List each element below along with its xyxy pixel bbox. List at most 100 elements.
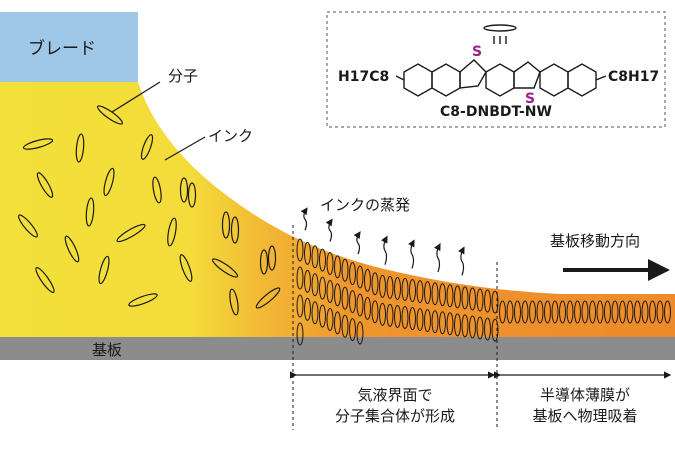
ordered-molecule (461, 314, 469, 338)
ordered-molecule (431, 310, 439, 334)
ordered-molecule (439, 311, 446, 335)
blade-label: ブレード (28, 38, 96, 59)
ordered-molecule (574, 300, 581, 324)
bulk-molecules (18, 105, 281, 316)
ordered-molecule (424, 309, 431, 333)
molecule-structure (395, 24, 607, 97)
sulfur-atom-top: S (472, 44, 482, 60)
ordered-molecule (499, 300, 506, 324)
evaporation-arrow (457, 246, 465, 276)
ordered-molecule (596, 300, 604, 324)
ordered-molecule (356, 265, 364, 289)
molecule-glyph (211, 258, 239, 278)
ordered-molecule (626, 300, 634, 324)
ordered-molecule (364, 268, 371, 292)
molecule-glyph (128, 293, 158, 307)
ordered-molecule (296, 266, 304, 290)
ordered-molecule (514, 300, 521, 324)
ordered-molecule (656, 300, 664, 324)
ordered-molecule (536, 300, 544, 324)
molecule-glyph (85, 197, 95, 227)
ordered-molecule (319, 248, 326, 272)
evaporation-arrow (407, 239, 415, 269)
ordered-molecule (476, 288, 484, 312)
ordered-molecule (394, 276, 401, 300)
molecule-glyph (18, 214, 38, 238)
ordered-molecule (334, 255, 341, 279)
molecule-glyph (267, 245, 277, 271)
ordered-molecule (619, 300, 626, 324)
molecule-leader-line (111, 81, 161, 113)
ordered-molecule (326, 280, 334, 303)
zone1-caption-line2: 分子集合体が形成 (335, 407, 455, 425)
ordered-molecule (311, 273, 319, 297)
zone1-caption-line1: 気液界面で (357, 386, 432, 404)
ordered-molecule (379, 302, 386, 326)
evaporation-arrow (300, 207, 308, 231)
ordered-molecule (529, 300, 536, 324)
molecule-glyph (179, 254, 193, 282)
ordered-molecule (416, 308, 424, 332)
ordered-molecule (304, 241, 311, 265)
evaporation-label: インクの蒸発 (320, 196, 410, 214)
evaporation-arrow (433, 243, 441, 273)
ink-region (0, 82, 675, 337)
molecule-glyph (35, 266, 55, 294)
ordered-molecule (469, 315, 476, 339)
substrate (0, 337, 675, 360)
ordered-molecule (356, 293, 364, 317)
ordered-molecule (589, 300, 596, 324)
evaporation-arrow (353, 231, 361, 255)
ordered-molecule (326, 252, 334, 275)
direction-arrow-head (648, 259, 670, 281)
ordered-molecule (409, 279, 416, 303)
ordered-molecule (446, 312, 454, 336)
molecule-glyph (36, 172, 54, 198)
ordered-molecule (634, 300, 641, 324)
ordered-molecule (319, 304, 326, 328)
ordered-molecule (326, 308, 334, 331)
molecule-glyph (230, 216, 240, 244)
ordered-molecule (304, 297, 311, 321)
ordered-molecule (454, 285, 461, 309)
blade (0, 12, 138, 82)
ordered-molecule (341, 258, 349, 282)
molecule-glyph (98, 255, 110, 285)
ordered-molecule (379, 274, 386, 298)
ordered-molecule (341, 314, 349, 338)
ordered-molecule (424, 281, 431, 305)
zone2-caption-line2: 基板へ物理吸着 (532, 407, 637, 425)
ordered-molecule (604, 300, 611, 324)
sulfur-atom-bottom: S (525, 91, 535, 107)
evaporation-arrow (380, 235, 388, 265)
molecule-glyph (255, 287, 281, 309)
ordered-molecule (476, 316, 484, 340)
ordered-molecule (349, 262, 356, 286)
ordered-molecule (641, 300, 649, 324)
molecule-glyph (96, 105, 124, 125)
ordered-molecule (566, 300, 574, 324)
molecule-glyph (187, 182, 197, 208)
ordered-molecule (446, 284, 454, 308)
ordered-molecule (334, 311, 341, 335)
molecule-glyph (179, 177, 189, 203)
ordered-molecule (506, 300, 514, 324)
ordered-molecule (461, 286, 469, 310)
ordered-molecule (469, 287, 476, 311)
ordered-molecule (311, 245, 319, 269)
ordered-molecule (581, 300, 589, 324)
molecule-glyph (229, 288, 239, 316)
ordered-molecule (521, 300, 529, 324)
ordered-molecule (416, 280, 424, 304)
ordered-molecule (349, 290, 356, 314)
ordered-molecule (296, 322, 304, 346)
molecule-glyph (22, 138, 54, 150)
evaporation-arrows (300, 207, 465, 276)
substrate-label: 基板 (92, 341, 122, 359)
ordered-molecule (491, 318, 499, 342)
ordered-molecule (319, 276, 326, 300)
molecule-glyph (140, 134, 154, 160)
ordered-molecule (491, 290, 499, 314)
